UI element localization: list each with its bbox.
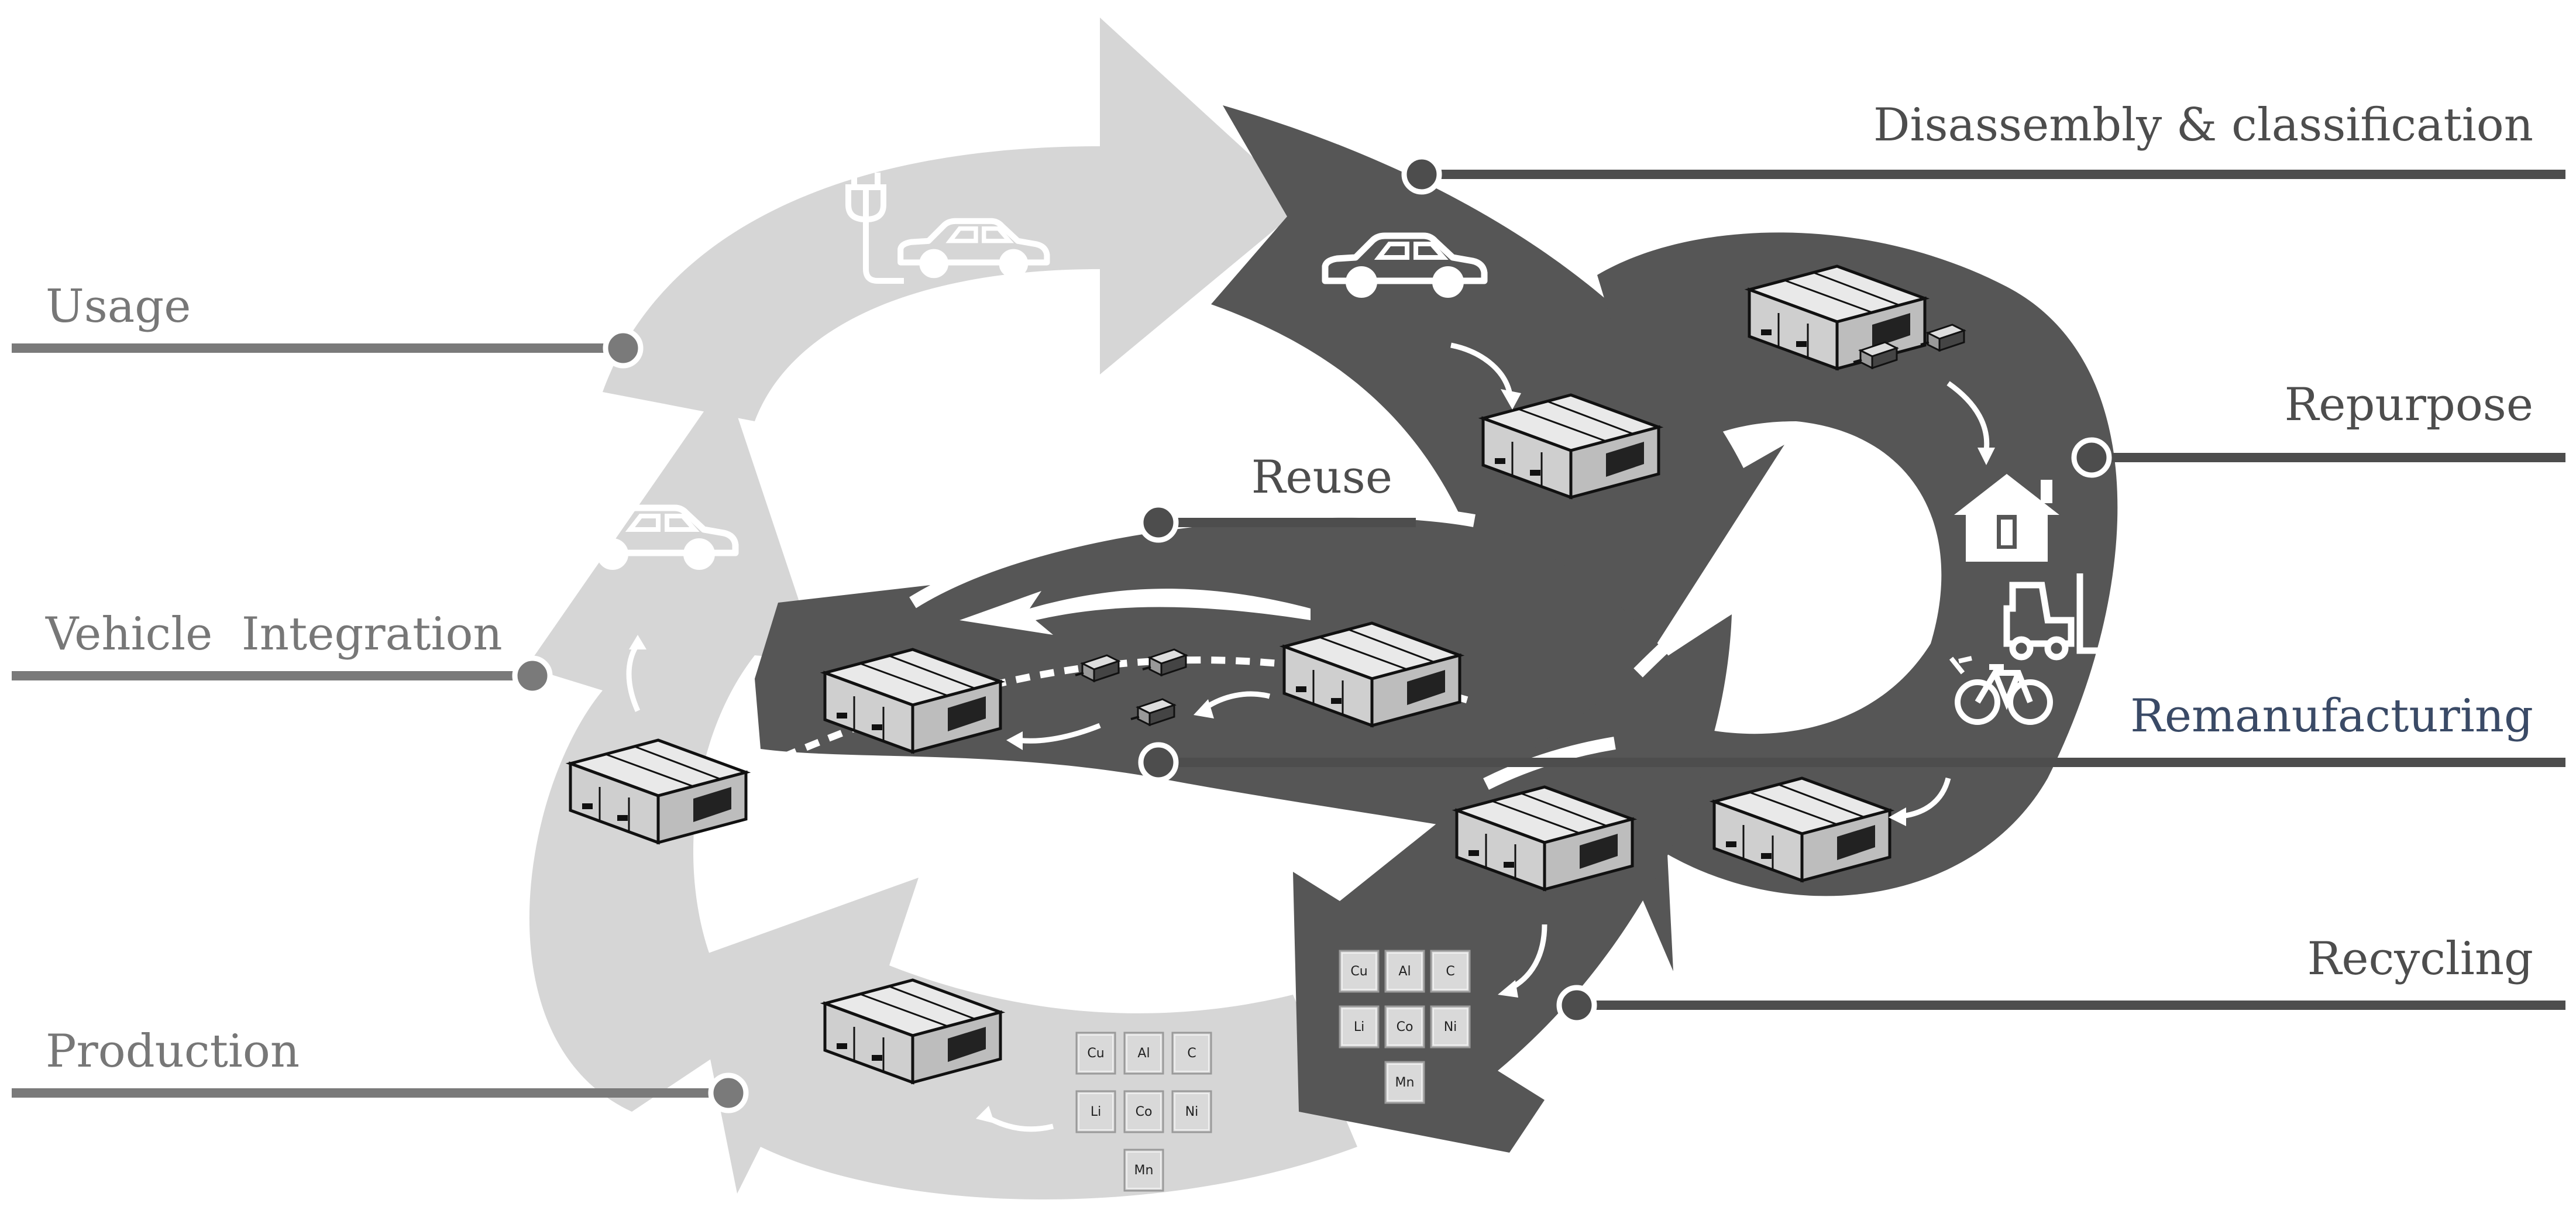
production-element-tiles: Cu Al C Li Co Ni Mn bbox=[1075, 1032, 1212, 1192]
vehicle-integration-dot bbox=[512, 655, 553, 696]
svg-text:Co: Co bbox=[1397, 1020, 1413, 1034]
periodic-element-tile-icon: Mn bbox=[1384, 1061, 1425, 1104]
periodic-element-tile-icon: Ni bbox=[1430, 1005, 1471, 1048]
reuse-label: Reuse bbox=[1251, 451, 1392, 504]
repurpose-dot bbox=[2071, 437, 2112, 478]
reuse-direction-arrow bbox=[959, 589, 1311, 635]
vehicle-integration-label: Vehicle Integration bbox=[45, 608, 503, 661]
svg-text:Al: Al bbox=[1137, 1046, 1150, 1061]
svg-text:C: C bbox=[1446, 964, 1454, 979]
disassembly-arrow bbox=[1211, 105, 1784, 673]
usage-label: Usage bbox=[46, 280, 191, 333]
periodic-element-tile-icon: C bbox=[1430, 950, 1471, 993]
disassembly-label: Disassembly & classification bbox=[1873, 99, 2533, 152]
svg-text:Ni: Ni bbox=[1185, 1105, 1199, 1119]
svg-text:Al: Al bbox=[1398, 964, 1411, 979]
reuse-dot bbox=[1138, 502, 1179, 543]
usage-dot bbox=[603, 328, 644, 369]
periodic-element-tile-icon: Ni bbox=[1171, 1090, 1212, 1133]
periodic-element-tile-icon: Cu bbox=[1339, 950, 1380, 993]
periodic-element-tile-icon: Al bbox=[1384, 950, 1425, 993]
remanufacturing-dot bbox=[1138, 742, 1179, 783]
recycling-label: Recycling bbox=[2307, 933, 2533, 985]
svg-text:Mn: Mn bbox=[1134, 1163, 1154, 1178]
stage-labels: Usage Vehicle Integration Production Dis… bbox=[45, 99, 2533, 1078]
recycling-element-tiles: Cu Al C Li Co Ni Mn bbox=[1339, 950, 1471, 1104]
forklift-icon bbox=[2003, 573, 2100, 661]
reuse-arrow bbox=[755, 511, 1697, 866]
periodic-element-tile-icon: Co bbox=[1384, 1005, 1425, 1048]
recycling-dot bbox=[1556, 985, 1597, 1026]
svg-text:Li: Li bbox=[1091, 1105, 1101, 1119]
svg-text:Ni: Ni bbox=[1444, 1020, 1457, 1034]
periodic-element-tile-icon: Al bbox=[1123, 1032, 1164, 1075]
periodic-element-tile-icon: Li bbox=[1075, 1090, 1116, 1133]
periodic-element-tile-icon: Cu bbox=[1075, 1032, 1116, 1075]
disassembly-dot bbox=[1401, 154, 1442, 195]
production-label: Production bbox=[46, 1025, 300, 1078]
ev-charging-car-icon bbox=[845, 173, 1047, 284]
svg-text:Mn: Mn bbox=[1395, 1075, 1415, 1090]
leader-lines bbox=[12, 343, 728, 1098]
leader-lines-dark bbox=[1158, 170, 2565, 1010]
svg-text:Co: Co bbox=[1136, 1105, 1153, 1119]
leader-dots bbox=[512, 154, 2112, 1113]
periodic-element-tile-icon: Mn bbox=[1123, 1149, 1164, 1192]
svg-text:Cu: Cu bbox=[1087, 1046, 1104, 1061]
remanufacturing-label: Remanufacturing bbox=[2130, 690, 2533, 742]
periodic-element-tile-icon: C bbox=[1171, 1032, 1212, 1075]
periodic-element-tile-icon: Co bbox=[1123, 1090, 1164, 1133]
svg-text:C: C bbox=[1187, 1046, 1196, 1061]
production-arrow bbox=[690, 878, 1357, 1199]
periodic-element-tile-icon: Li bbox=[1339, 1005, 1380, 1048]
house-battery-icon bbox=[1954, 474, 2059, 562]
svg-text:Li: Li bbox=[1354, 1020, 1364, 1034]
svg-text:Cu: Cu bbox=[1350, 964, 1367, 979]
e-bike-icon bbox=[1949, 656, 2053, 725]
flow-arrowheads bbox=[629, 389, 1995, 1123]
production-dot bbox=[708, 1072, 749, 1113]
repurpose-label: Repurpose bbox=[2285, 379, 2533, 431]
